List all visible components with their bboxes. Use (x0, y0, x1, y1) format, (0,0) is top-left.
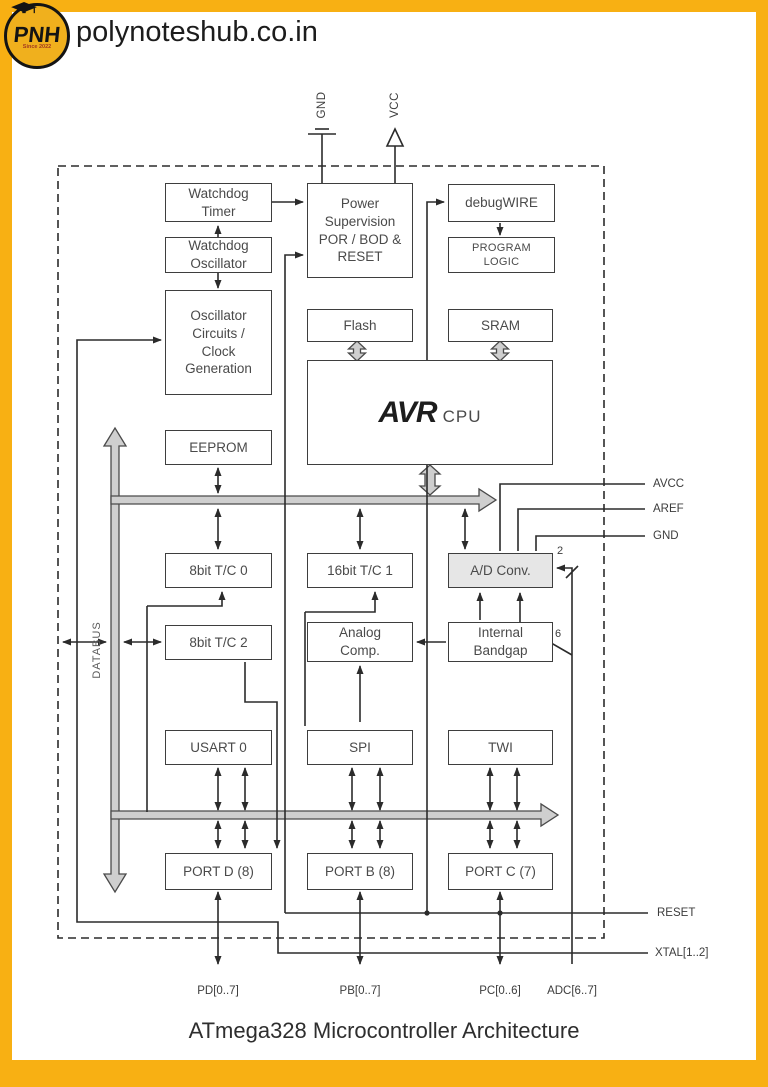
block-internal-bandgap: Internal Bandgap (448, 622, 553, 662)
block-port-c: PORT C (7) (448, 853, 553, 890)
block-power-supervision: Power Supervision POR / BOD & RESET (307, 183, 413, 278)
pin-label-pd: PD[0..7] (197, 985, 239, 997)
block-ad-converter: A/D Conv. (448, 553, 553, 588)
aref-wire (517, 508, 645, 551)
tc0-feed (147, 591, 226, 607)
block-flash: Flash (307, 309, 413, 342)
block-avr-cpu: AVR CPU (307, 360, 553, 465)
junction-dots (424, 910, 503, 916)
avcc-wire (499, 483, 645, 551)
flash-cpu-connector (346, 340, 368, 362)
block-eeprom: EEPROM (165, 430, 272, 465)
block-watchdog-oscillator: Watchdog Oscillator (165, 237, 272, 273)
xtal-wire (76, 336, 648, 954)
block-sram: SRAM (448, 309, 553, 342)
pin-label-gnd-right: GND (653, 530, 679, 542)
pin-label-aref: AREF (653, 503, 684, 515)
reset-to-debugwire (426, 198, 445, 913)
figure-caption: ATmega328 Microcontroller Architecture (188, 1018, 580, 1043)
pin-label-xtal: XTAL[1..2] (655, 947, 709, 959)
pin-label-pb: PB[0..7] (339, 985, 381, 997)
block-analog-comparator: Analog Comp. (307, 622, 413, 662)
block-16bit-tc1: 16bit T/C 1 (307, 553, 413, 588)
block-watchdog-timer: Watchdog Timer (165, 183, 272, 222)
avr-logo-text: AVR (378, 396, 437, 429)
block-debugwire: debugWIRE (448, 184, 555, 222)
block-twi: TWI (448, 730, 553, 765)
block-spi: SPI (307, 730, 413, 765)
pin-label-avcc: AVCC (653, 478, 685, 490)
chip-boundary (57, 165, 605, 939)
cpu-bus-connector (418, 464, 442, 496)
horizontal-bus-upper (110, 487, 498, 513)
block-port-d: PORT D (8) (165, 853, 272, 890)
block-8bit-tc2: 8bit T/C 2 (165, 625, 272, 660)
cpu-text: CPU (442, 407, 482, 426)
data-bus-shapes (102, 340, 560, 894)
graduation-cap-icon (11, 2, 37, 14)
site-title: polynoteshub.co.in (76, 16, 318, 48)
signal-wires (62, 127, 648, 965)
pin-label-gnd-top: GND (316, 91, 328, 119)
bus-width-6: 6 (554, 628, 562, 640)
pnh-logo: PNH Since 2022 (4, 2, 70, 69)
block-port-b: PORT B (8) (307, 853, 413, 890)
block-8bit-tc0: 8bit T/C 0 (165, 553, 272, 588)
adc2-slash (565, 565, 579, 579)
tc2-to-portd (244, 662, 281, 849)
logo-tagline: Since 2022 (22, 44, 52, 51)
vcc-arrow (385, 127, 405, 147)
bus-width-2: 2 (556, 545, 564, 557)
gnd2-wire (535, 535, 645, 551)
block-usart0: USART 0 (165, 730, 272, 765)
sram-cpu-connector (489, 340, 511, 362)
pin-label-vcc-top: VCC (389, 92, 401, 118)
block-program-logic: PROGRAM LOGIC (448, 237, 555, 273)
adc2-bundle (556, 564, 573, 612)
vertical-data-bus (102, 426, 128, 894)
databus-label: DATABUS (91, 621, 103, 679)
pin-label-reset: RESET (657, 907, 696, 919)
pin-label-pc: PC[0..6] (479, 985, 521, 997)
reset-to-ps (284, 251, 304, 913)
tc1-feed (305, 591, 379, 613)
pin-label-adc: ADC[6..7] (547, 985, 597, 997)
block-oscillator-circuits: Oscillator Circuits / Clock Generation (165, 290, 272, 395)
horizontal-bus-lower (110, 802, 560, 828)
